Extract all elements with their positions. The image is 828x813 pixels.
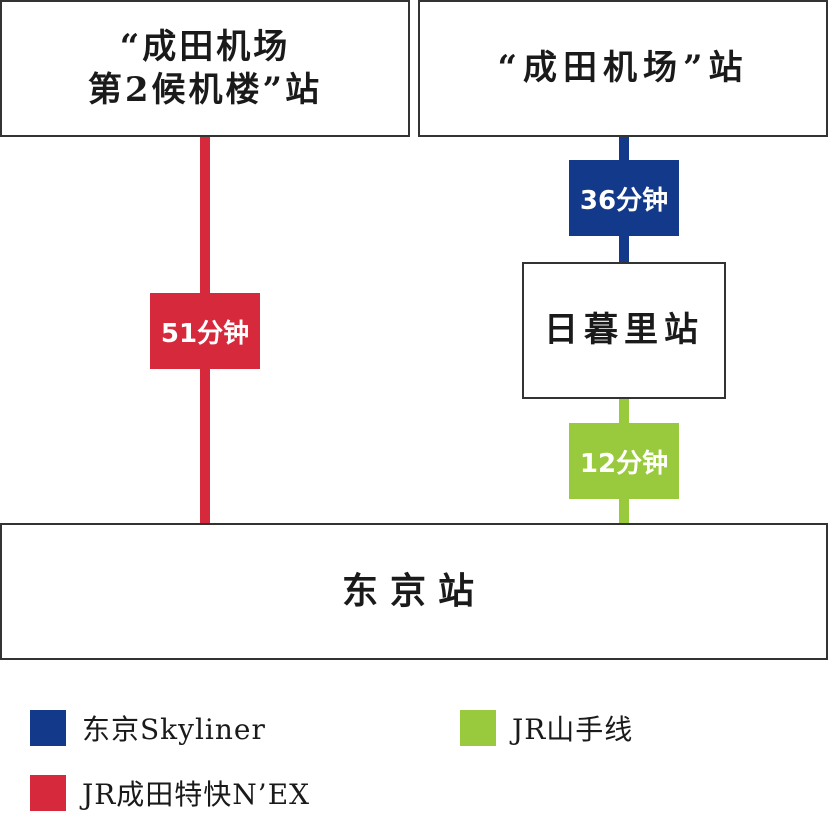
station-nippori-label: 日暮里站 bbox=[544, 310, 704, 351]
legend-label-yamanote: JR山手线 bbox=[512, 713, 634, 746]
station-narita-airport-label: “成田机场”站 bbox=[497, 48, 749, 89]
station-nippori: 日暮里站 bbox=[522, 262, 726, 399]
skyliner-time-label: 36分钟 bbox=[579, 185, 669, 216]
station-tokyo-label: 东京站 bbox=[341, 570, 486, 612]
station-narita-terminal2-label: “成田机场 第2候机楼”站 bbox=[87, 27, 323, 110]
legend-item-nex: JR成田特快N’EX bbox=[30, 773, 310, 813]
station-narita-terminal2: “成田机场 第2候机楼”站 bbox=[0, 0, 410, 137]
legend-item-yamanote: JR山手线 bbox=[460, 708, 633, 748]
legend-label-nex: JR成田特快N’EX bbox=[82, 778, 311, 811]
station-narita-airport: “成田机场”站 bbox=[418, 0, 828, 137]
nex-time-badge: 51分钟 bbox=[150, 293, 260, 369]
skyliner-time-badge: 36分钟 bbox=[569, 160, 679, 236]
legend-swatch-yamanote bbox=[460, 710, 496, 746]
legend-label-skyliner: 东京Skyliner bbox=[82, 713, 266, 746]
legend-swatch-nex bbox=[30, 775, 66, 811]
legend-item-skyliner: 东京Skyliner bbox=[30, 708, 266, 748]
yamanote-time-label: 12分钟 bbox=[579, 448, 669, 479]
yamanote-time-badge: 12分钟 bbox=[569, 423, 679, 499]
station-tokyo: 东京站 bbox=[0, 523, 828, 660]
nex-time-label: 51分钟 bbox=[160, 318, 250, 349]
legend-swatch-skyliner bbox=[30, 710, 66, 746]
